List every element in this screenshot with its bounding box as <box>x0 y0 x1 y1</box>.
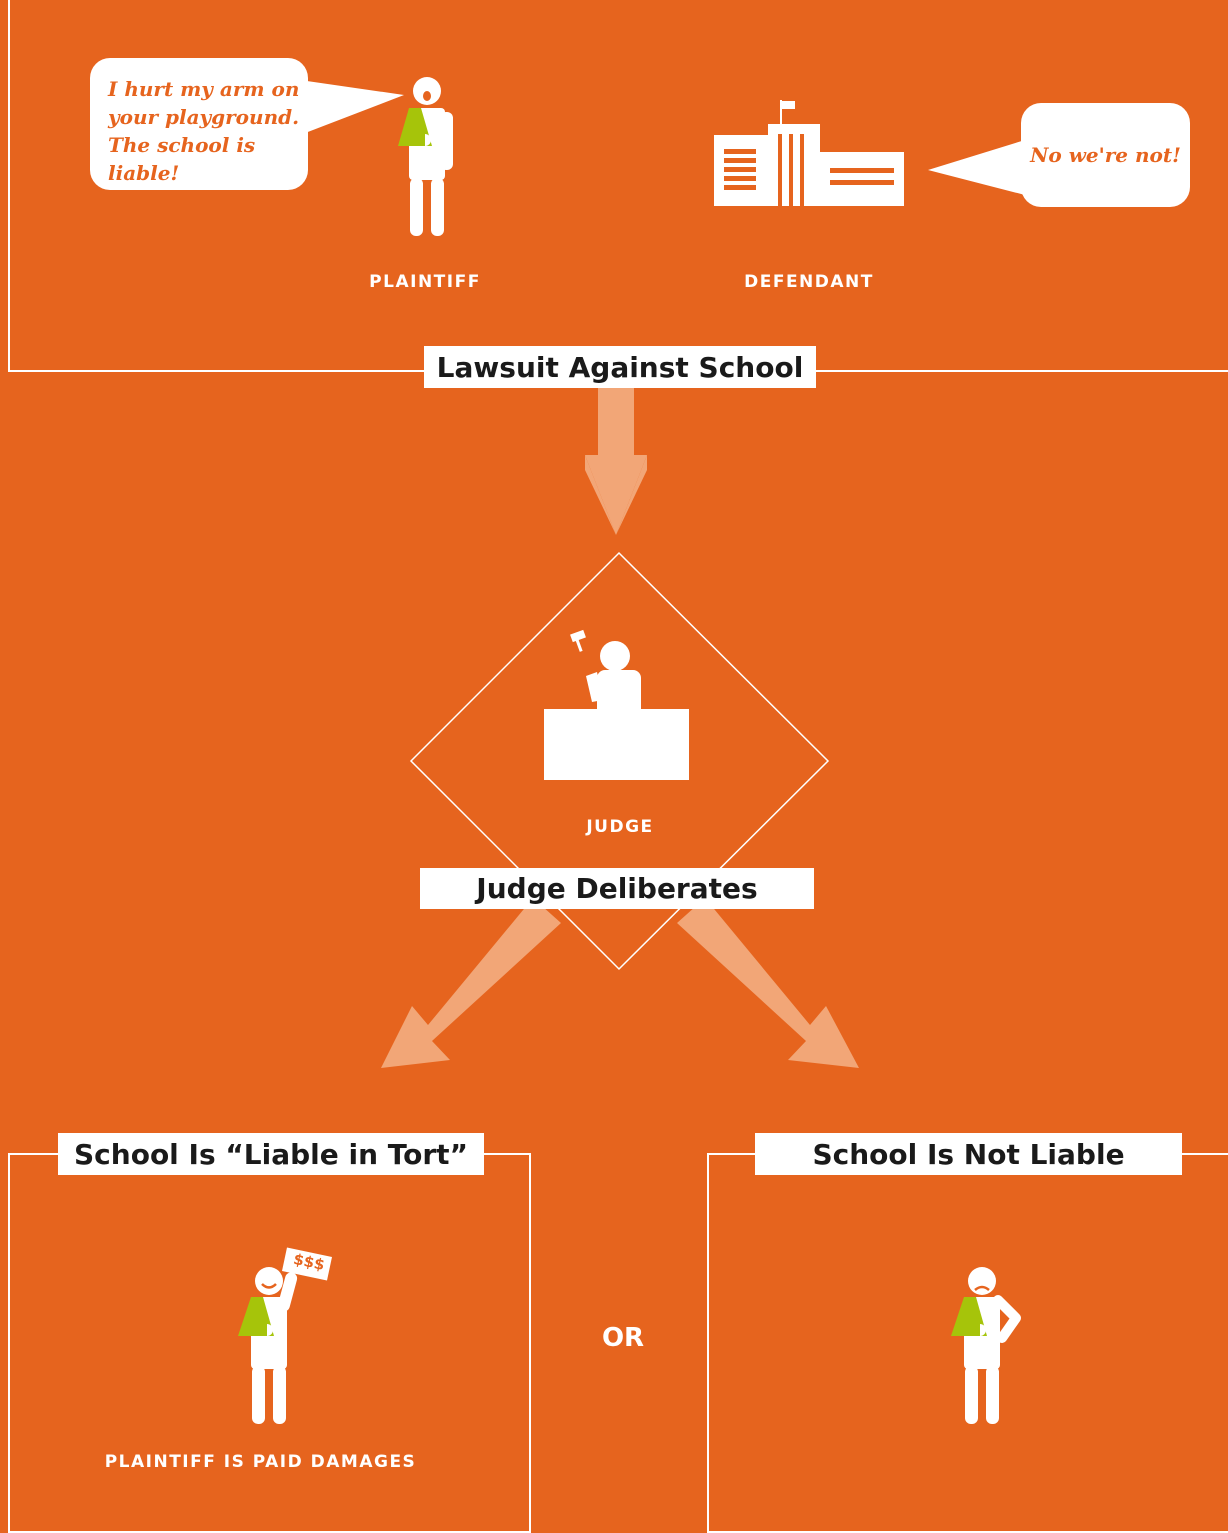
defendant-bubble-tail <box>928 140 1025 195</box>
plaintiff-speech-line: The school is liable! <box>108 133 256 185</box>
injured-person-icon <box>398 77 453 236</box>
plaintiff-speech-line: I hurt my arm on <box>108 77 300 101</box>
plaintiff-speech-bubble: I hurt my arm on your playground. The sc… <box>90 58 308 190</box>
arrow-to-liable <box>381 898 561 1068</box>
lawsuit-title: Lawsuit Against School <box>424 346 816 388</box>
sad-person-icon <box>951 1267 1021 1424</box>
defendant-label: DEFENDANT <box>744 272 874 292</box>
down-arrow <box>585 382 647 535</box>
arrow-to-not-liable <box>677 898 859 1068</box>
liable-title: School Is “Liable in Tort” <box>58 1133 484 1175</box>
defendant-speech-text: No we're not! <box>1030 143 1181 167</box>
or-label: OR <box>601 1323 645 1353</box>
plaintiff-bubble-tail <box>300 80 404 135</box>
school-building-icon <box>714 100 904 206</box>
defendant-speech-bubble: No we're not! <box>1021 103 1190 207</box>
judge-gavel-icon <box>544 629 689 780</box>
plaintiff-speech-line: your playground. <box>108 105 300 129</box>
not-liable-title: School Is Not Liable <box>755 1133 1182 1175</box>
decision-diamond <box>409 551 830 971</box>
money-sign <box>282 1247 332 1281</box>
plaintiff-label: PLAINTIFF <box>369 272 481 292</box>
judge-deliberates-title: Judge Deliberates <box>420 868 814 909</box>
paid-plaintiff-icon <box>238 1247 332 1424</box>
judge-label: JUDGE <box>586 817 654 837</box>
paid-damages-label: PLAINTIFF IS PAID DAMAGES <box>104 1452 417 1472</box>
